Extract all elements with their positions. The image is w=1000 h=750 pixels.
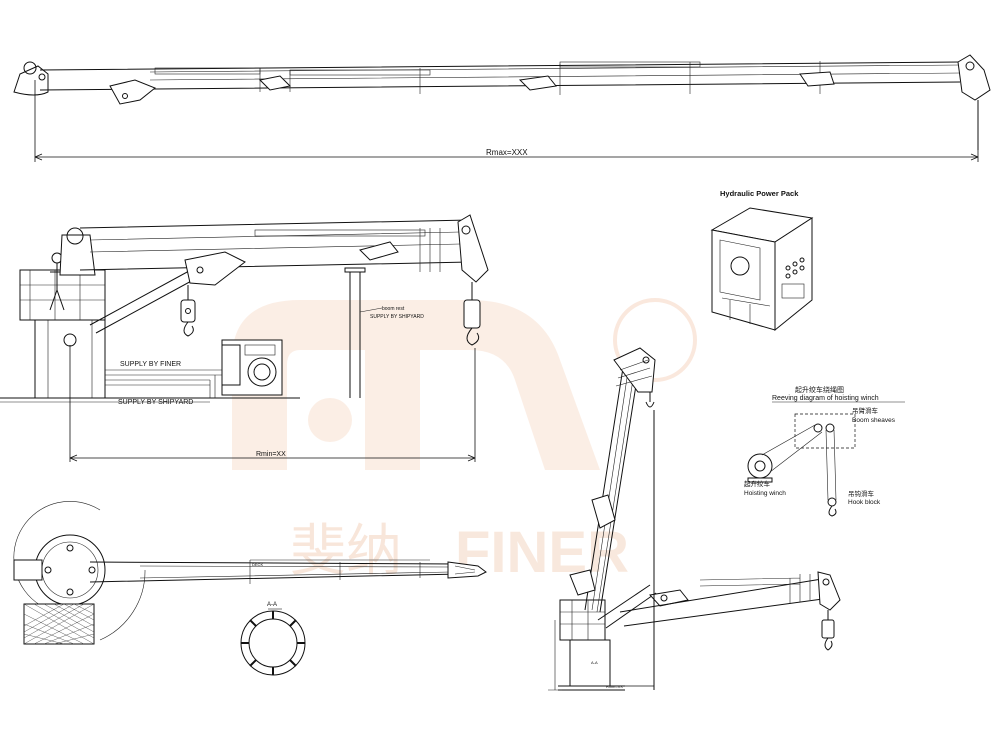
- boom-sheaves-box: [794, 413, 856, 449]
- operator-platform: [19, 269, 106, 321]
- hook-block-cn: 吊钩滑车: [848, 489, 875, 498]
- hoisting-winch-side: [66, 227, 84, 245]
- extended-boom-view: Rmax=XXX: [13, 54, 991, 162]
- hook-block-en: Hook block: [848, 499, 881, 506]
- stowed-crane-side-view: boom rest SUPPLY BY SHIPYARD SUPPLY BY F…: [0, 214, 489, 462]
- reeving-title-en: Reeving diagram of hoisting winch: [772, 395, 879, 402]
- rmax-label: Rmax=XXX: [486, 148, 528, 157]
- crane-column: [59, 234, 96, 276]
- boom-plan: [89, 561, 461, 583]
- boom-sheave-2: [825, 423, 835, 433]
- boom-rest: [349, 272, 361, 398]
- horizontal-boom-right: [619, 577, 831, 627]
- plan-view: DECK: [13, 501, 487, 645]
- watermark-cn-text: 斐纳: [290, 519, 402, 582]
- reeving-diagram: 起升绞车绕绳图 Reeving diagram of hoisting winc…: [744, 385, 905, 517]
- hoisting-winch-en: Hoisting winch: [744, 490, 786, 497]
- section-aa-label: A-A: [267, 602, 277, 608]
- auxiliary-hook-block: [180, 299, 196, 323]
- rmax-dimension-line: [34, 80, 979, 162]
- reeving-title-cn: 起升绞车绕绳图: [795, 385, 844, 394]
- stowed-boom-head: [457, 214, 489, 283]
- horizontal-boom-head: [817, 571, 841, 611]
- hydraulic-power-pack: Hydraulic Power Pack: [710, 189, 814, 332]
- watermark: 斐纳 FINER: [232, 298, 697, 585]
- electric-motor: [247, 357, 277, 387]
- watermark-registered-circle: [613, 298, 697, 382]
- rmin-label: Rmin=XX: [256, 451, 286, 458]
- watermark-en-text: FINER: [455, 520, 629, 585]
- rmin-dimension-line: [69, 345, 476, 462]
- hoisting-winch-cn: 起升绞车: [744, 479, 771, 488]
- section-inner-ring: [248, 618, 298, 668]
- supply-by-finer-label: SUPPLY BY FINER: [120, 361, 181, 368]
- luffed-boom: [584, 354, 641, 613]
- luffing-cylinder: [89, 264, 207, 334]
- boom-rest-label: boom rest: [382, 306, 405, 312]
- watermark-logo-mark: [232, 300, 600, 470]
- supply-by-shipyard-label: SUPPLY BY SHIPYARD: [118, 399, 193, 406]
- luffed-rmin-label: Rmin=XX: [606, 684, 623, 689]
- luffing-cylinder-bracket: [109, 79, 156, 105]
- luffed-pedestal: [569, 639, 611, 687]
- winch-plan: [13, 559, 43, 581]
- boom-head: [957, 54, 991, 101]
- boom-sheaves-en: Boom sheaves: [852, 417, 896, 424]
- boom-rest-supply-label: SUPPLY BY SHIPYARD: [370, 314, 424, 320]
- deck-label: DECK: [252, 562, 263, 567]
- boom-sheave-1: [813, 423, 823, 433]
- luffed-crane-view: A-A Rmin=XX: [548, 347, 841, 691]
- main-hook-block: [463, 299, 481, 329]
- section-aa: A-A: [240, 602, 306, 676]
- hpp-motor: [730, 256, 750, 276]
- luffed-platform: [559, 599, 606, 641]
- luffed-cylinder: [597, 584, 657, 629]
- luffed-boom-head: [613, 347, 656, 393]
- winch-drum: [23, 61, 37, 75]
- hoisting-winch-drum: [747, 453, 773, 479]
- boom-sheaves-cn: 吊臂滑车: [852, 406, 879, 415]
- hpp-title: Hydraulic Power Pack: [720, 189, 799, 198]
- hook-block-sheave: [827, 497, 837, 507]
- hydraulic-unit: [221, 339, 283, 396]
- stowed-boom: [79, 219, 471, 271]
- svg-text:A-A: A-A: [591, 660, 598, 665]
- watermark-logo-dot: [308, 398, 352, 442]
- boom-base-pivot: [13, 65, 49, 96]
